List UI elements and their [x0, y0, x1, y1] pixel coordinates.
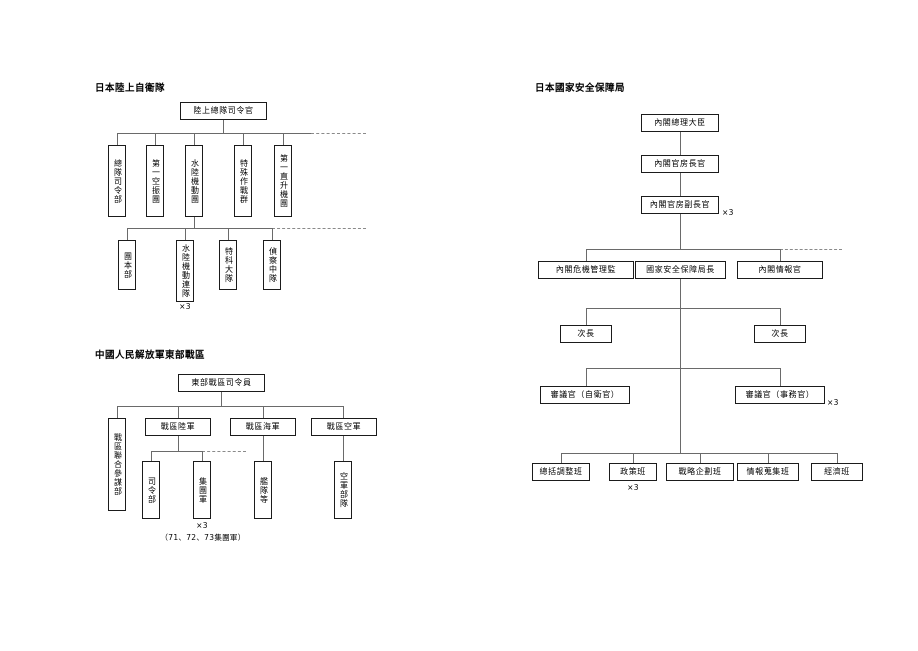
connector-pla-drop-3	[263, 406, 264, 418]
box-nss-councillor-2: 審議官（事務官）	[735, 386, 825, 404]
connector-nss-councillor-bus	[586, 368, 780, 369]
chart-title-jgsdf: 日本陸上自衛隊	[95, 83, 166, 94]
connector-drop-l1-2	[155, 133, 156, 145]
connector-nss-chain-3-stem	[680, 214, 681, 249]
connector-level1-bus-dashed	[311, 133, 366, 134]
connector-root-stem	[223, 120, 224, 133]
box-jgsdf-l2-1: 團本部	[118, 240, 136, 290]
connector-drop-l2-1	[127, 228, 128, 240]
connector-nss-team-bus	[561, 453, 837, 454]
note-jgsdf-multiplier: ×3	[179, 302, 191, 311]
box-nss-team-3: 戰略企劃班	[666, 463, 734, 481]
connector-pla-level1-bus	[117, 406, 343, 407]
connector-nss-drop-officer-3	[780, 249, 781, 261]
connector-nss-drop-officer-1	[586, 249, 587, 261]
connector-nss-chain-2-3	[680, 173, 681, 196]
box-pla-l1-4: 戰區空軍	[311, 418, 377, 436]
connector-nss-deputy-bus	[586, 308, 780, 309]
note-pla-multiplier: ×3	[196, 521, 208, 530]
connector-level2-bus	[127, 228, 272, 229]
box-jgsdf-l2-3: 特科大隊	[219, 240, 237, 290]
connector-pla-drop-2	[178, 406, 179, 418]
box-jgsdf-l1-4: 特殊作戰群	[234, 145, 252, 217]
connector-pla-army-bus	[151, 451, 202, 452]
connector-pla-drop-army-1	[151, 451, 152, 461]
connector-drop-l2-2	[185, 228, 186, 240]
box-nss-chain-2: 內閣官房長官	[641, 155, 719, 173]
box-nss-team-5: 經濟班	[811, 463, 863, 481]
connector-pla-af-stem	[343, 436, 344, 461]
chart-title-pla: 中國人民解放軍東部戰區	[95, 350, 206, 361]
box-nss-deputy-2: 次長	[754, 325, 806, 343]
note-pla-footnote: （71、72、73集團軍）	[160, 533, 246, 542]
box-nss-officer-3: 內閣情報官	[737, 261, 823, 279]
connector-drop-l2-4	[272, 228, 273, 240]
note-nss-team-multiplier: ×3	[627, 483, 639, 492]
connector-nss-drop-team-3	[700, 453, 701, 463]
box-pla-l1-1: 戰區聯合參謀部	[108, 418, 126, 511]
connector-nss-chain-1-2	[680, 132, 681, 155]
box-nss-team-1: 總括調整班	[532, 463, 590, 481]
box-pla-l2-1: 司令部	[142, 461, 160, 519]
connector-pla-drop-army-2	[202, 451, 203, 461]
connector-level1-bus	[117, 133, 311, 134]
box-nss-team-4: 情報蒐集班	[737, 463, 799, 481]
connector-drop-l1-5	[283, 133, 284, 145]
connector-pla-drop-1	[117, 406, 118, 418]
connector-nss-drop-councillor-2	[780, 368, 781, 386]
connector-pla-army-stem	[178, 436, 179, 451]
box-jgsdf-l1-3: 水陸機動團	[185, 145, 203, 217]
box-nss-councillor-1: 審議官（自衛官）	[540, 386, 630, 404]
box-pla-l2-4: 空軍部隊	[334, 461, 352, 519]
box-nss-deputy-1: 次長	[560, 325, 612, 343]
connector-nss-officer-bus	[586, 249, 780, 250]
connector-pla-root-stem	[221, 392, 222, 406]
box-pla-l2-2: 集團軍	[193, 461, 211, 519]
box-pla-l2-3: 艦隊等	[254, 461, 272, 519]
box-jgsdf-l1-1: 總隊司令部	[108, 145, 126, 217]
connector-nss-drop-team-2	[633, 453, 634, 463]
box-jgsdf-l2-2: 水陸機動連隊	[176, 240, 194, 302]
connector-pla-navy-stem	[263, 436, 264, 461]
box-pla-root: 東部戰區司令員	[178, 374, 265, 392]
box-pla-l1-2: 戰區陸軍	[145, 418, 211, 436]
connector-drop-l1-1	[117, 133, 118, 145]
box-jgsdf-l1-5: 第一直升機團	[274, 145, 292, 217]
box-jgsdf-root: 陸上總隊司令官	[180, 102, 267, 120]
chart-title-nss: 日本國家安全保障局	[535, 83, 626, 94]
box-nss-team-2: 政策班	[609, 463, 657, 481]
connector-nss-main-spine	[680, 279, 681, 453]
box-pla-l1-3: 戰區海軍	[230, 418, 296, 436]
connector-l1-3-stem	[194, 217, 195, 228]
connector-nss-officer-bus-dashed	[780, 249, 842, 250]
note-nss-chain-multiplier: ×3	[722, 208, 734, 217]
connector-nss-drop-councillor-1	[586, 368, 587, 386]
connector-pla-drop-4	[343, 406, 344, 418]
box-nss-chain-1: 內閣總理大臣	[641, 114, 719, 132]
connector-drop-l2-3	[228, 228, 229, 240]
box-jgsdf-l1-2: 第一空振團	[146, 145, 164, 217]
connector-pla-army-bus-dashed	[202, 451, 246, 452]
connector-drop-l1-4	[243, 133, 244, 145]
box-jgsdf-l2-4: 偵察中隊	[263, 240, 281, 290]
connector-level2-bus-dashed	[272, 228, 366, 229]
box-nss-chain-3: 內閣官房副長官	[641, 196, 719, 214]
connector-nss-drop-team-1	[561, 453, 562, 463]
box-nss-officer-2: 國家安全保障局長	[635, 261, 726, 279]
connector-nss-drop-team-5	[837, 453, 838, 463]
connector-nss-drop-team-4	[768, 453, 769, 463]
connector-nss-drop-deputy-1	[586, 308, 587, 325]
box-nss-officer-1: 內閣危機管理監	[538, 261, 634, 279]
note-nss-councillor-multiplier: ×3	[827, 398, 839, 407]
connector-nss-drop-deputy-2	[780, 308, 781, 325]
connector-drop-l1-3	[194, 133, 195, 145]
